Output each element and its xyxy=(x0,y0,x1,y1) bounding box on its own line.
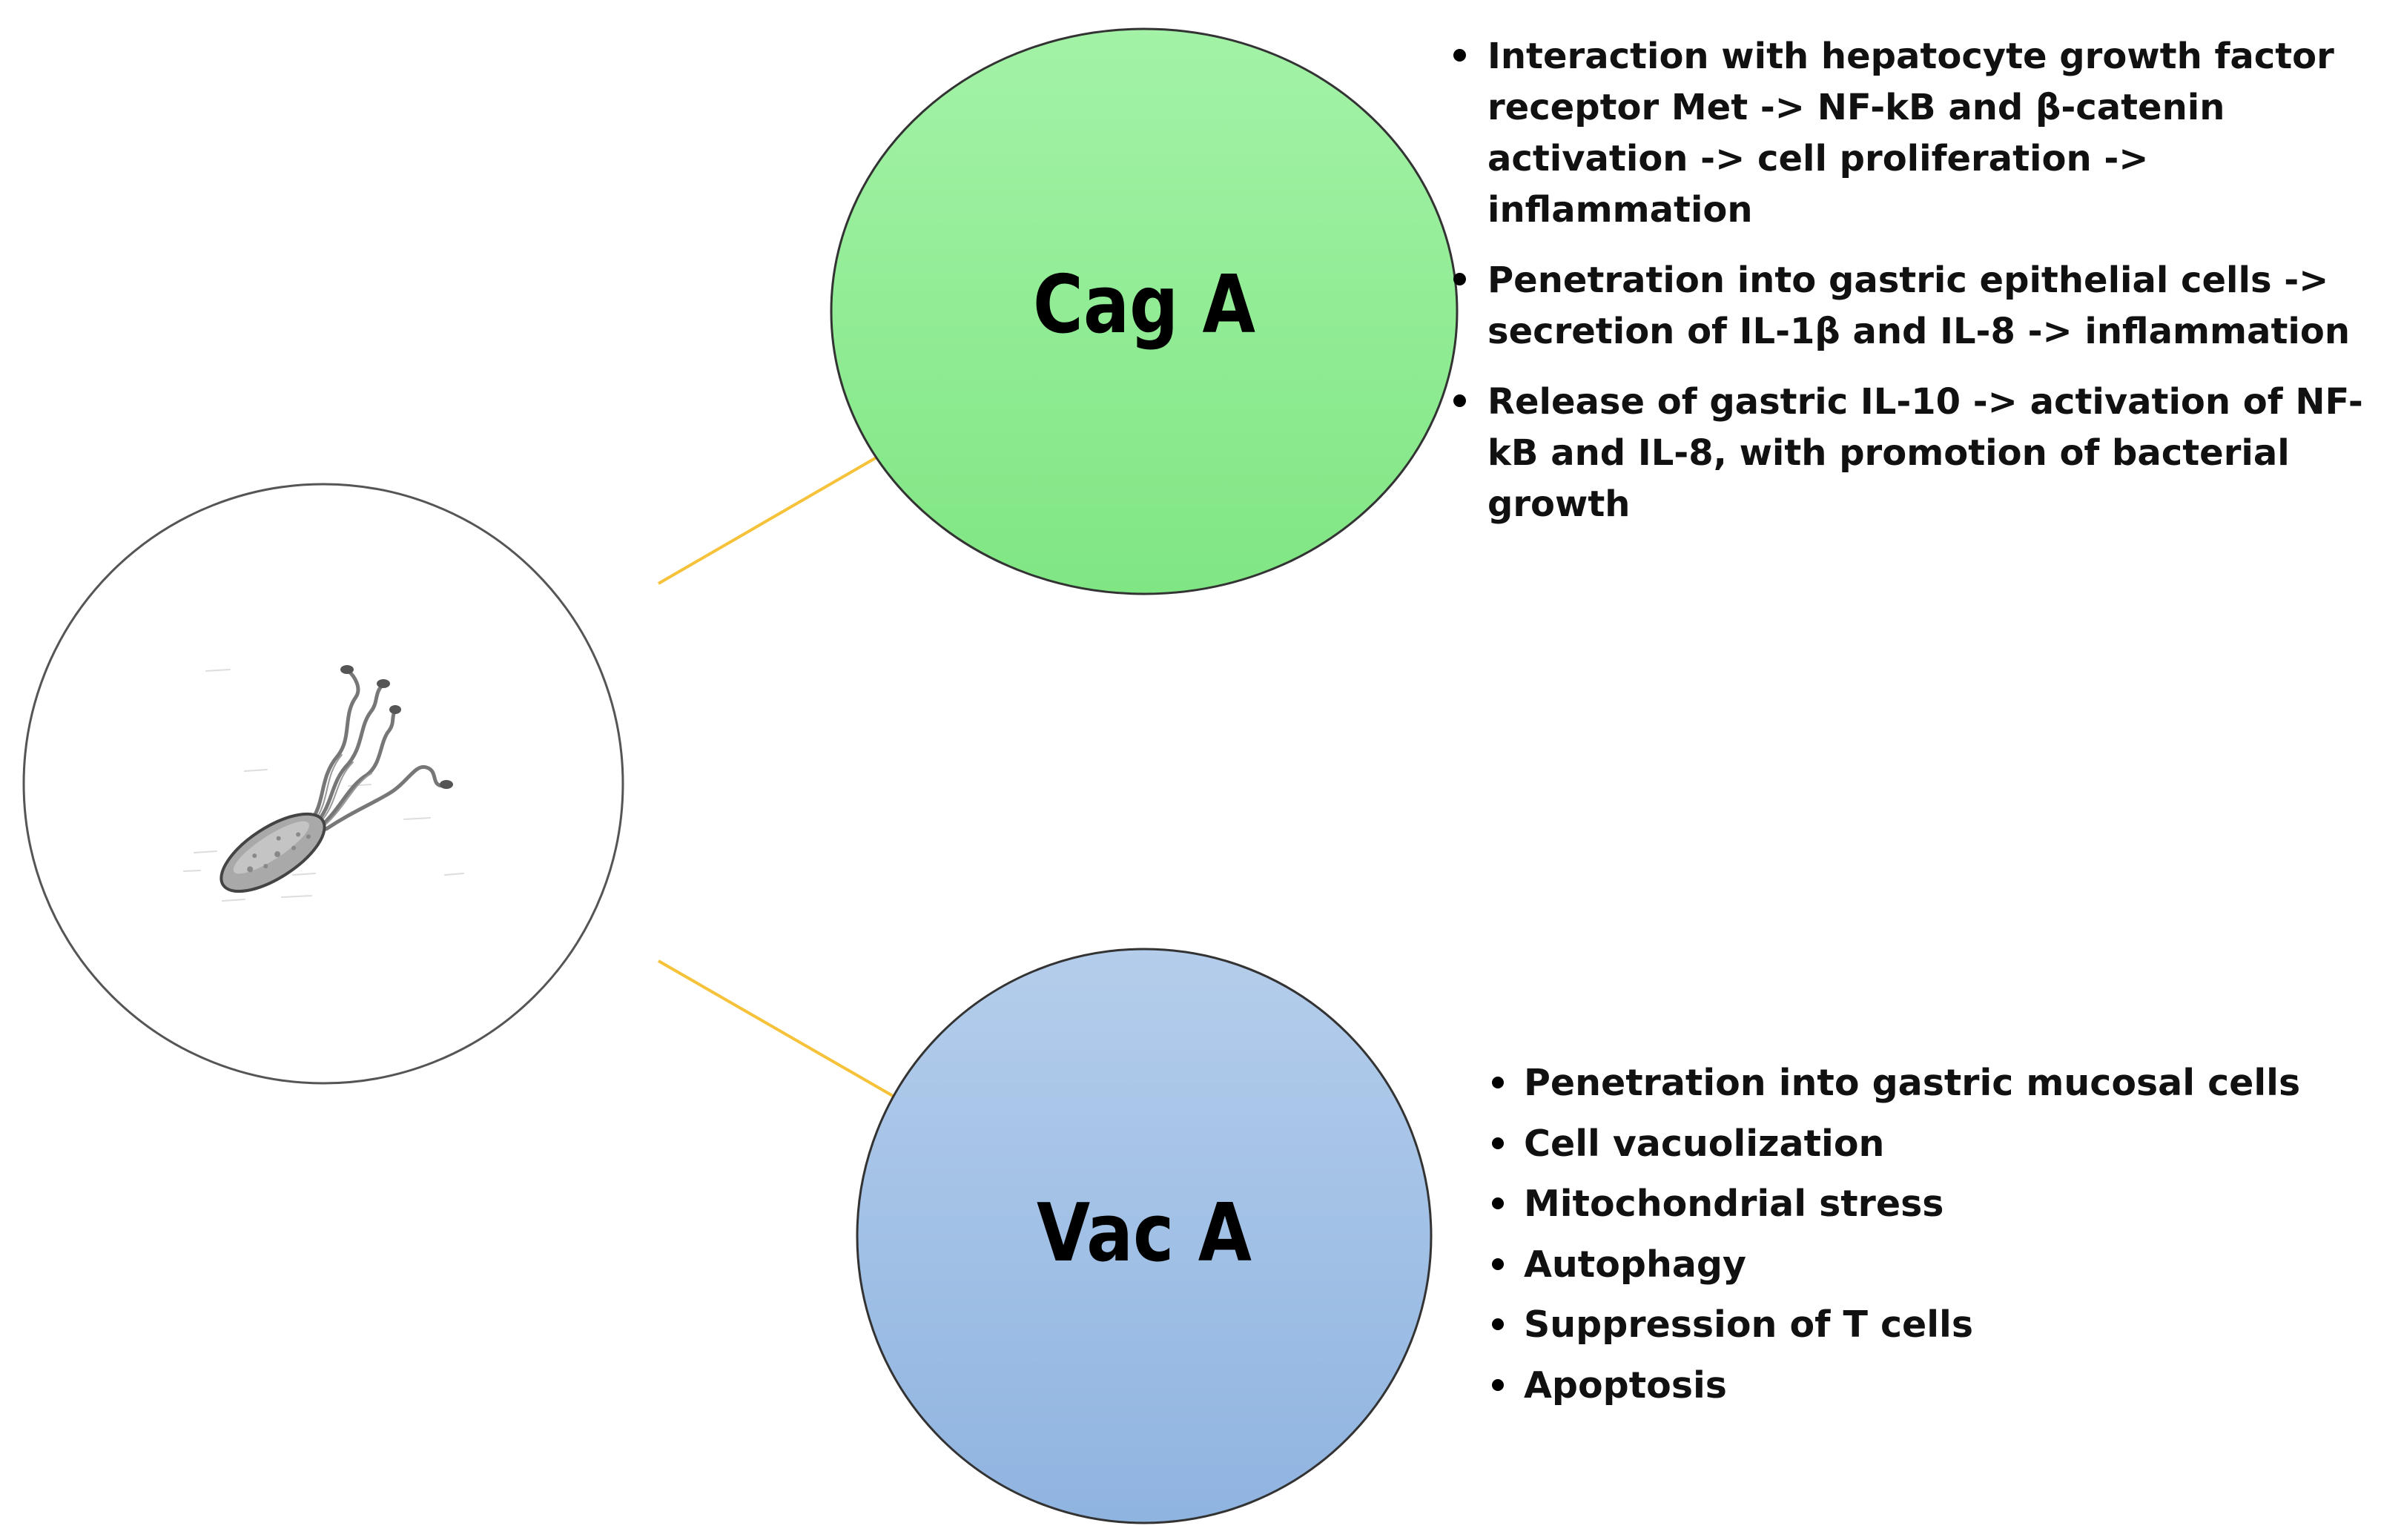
vaca-effect-item: Suppression of T cells xyxy=(1492,1295,2367,1355)
helicobacter-pylori-icon xyxy=(183,665,464,902)
bacterium-node xyxy=(22,483,624,1085)
vaca-effect-item: Apoptosis xyxy=(1492,1355,2367,1416)
vaca-label: Vac A xyxy=(1037,1187,1252,1280)
vaca-effect-item: Autophagy xyxy=(1492,1235,2367,1295)
vaca-effects-list: Penetration into gastric mucosal cells C… xyxy=(1492,1053,2367,1415)
caga-effects-list: Interaction with hepatocyte growth facto… xyxy=(1453,31,2373,549)
caga-effect-item: Penetration into gastric epithelial cell… xyxy=(1453,255,2373,357)
vaca-effect-item: Cell vacuolization xyxy=(1492,1114,2367,1174)
caga-effect-item: Release of gastric IL-10 -> activation o… xyxy=(1453,377,2373,530)
connector-to-vaca xyxy=(658,959,894,1097)
caga-label: Cag A xyxy=(1033,259,1255,351)
vaca-effect-item: Penetration into gastric mucosal cells xyxy=(1492,1053,2367,1114)
vaca-node: Vac A xyxy=(856,948,1433,1524)
caga-effect-item: Interaction with hepatocyte growth facto… xyxy=(1453,31,2373,236)
connector-to-caga xyxy=(657,456,878,585)
vaca-effect-item: Mitochondrial stress xyxy=(1492,1174,2367,1235)
caga-node: Cag A xyxy=(830,27,1459,595)
